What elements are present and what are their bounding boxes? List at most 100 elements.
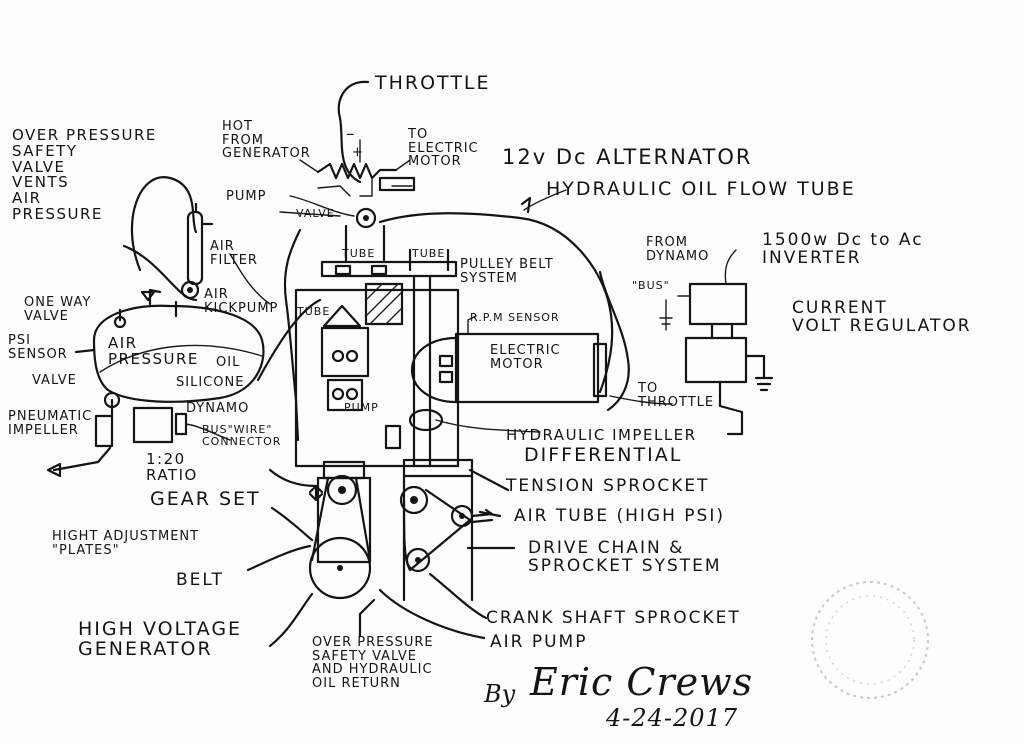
label-hight-adjustment-plates: HIGHT ADJUSTMENT "PLATES" <box>52 529 200 558</box>
electric-motor-body <box>454 332 600 404</box>
label-to-throttle: TO THROTTLE <box>638 381 715 410</box>
label-minus: – <box>346 124 357 144</box>
label-pump: PUMP <box>226 189 267 204</box>
label-current-volt-regulator: CURRENT VOLT REGULATOR <box>792 298 972 336</box>
left-small-pulley <box>326 474 358 506</box>
gear-set-lead <box>268 468 318 488</box>
label-crank-shaft-sprocket: CRANK SHAFT SPROCKET <box>486 608 741 628</box>
label-silicone: SILICONE <box>176 375 245 390</box>
generator-leader <box>268 592 314 648</box>
belt-leader <box>246 544 312 572</box>
label-air-tube: AIR TUBE (HIGH PSI) <box>514 506 725 526</box>
label-inverter: 1500w Dc to Ac INVERTER <box>762 230 924 268</box>
label-belt: BELT <box>176 570 224 590</box>
label-electric-motor: ELECTRIC MOTOR <box>490 343 561 372</box>
flow-return-line <box>598 270 630 412</box>
label-to-electric-motor: TO ELECTRIC MOTOR <box>408 127 479 170</box>
label-air-pressure: AIR PRESSURE <box>108 334 199 368</box>
dynamo-body <box>132 406 174 444</box>
label-air-filter: AIR FILTER <box>210 239 258 268</box>
label-over-pressure-safety-valve: OVER PRESSURE SAFETY VALVE VENTS AIR PRE… <box>12 126 157 223</box>
label-valve-top: VALVE <box>296 207 335 220</box>
electric-motor-cap <box>410 336 458 404</box>
drive-sprocket-top <box>399 485 429 515</box>
throttle-terminal-block <box>378 176 416 192</box>
signature-by: By <box>484 680 516 708</box>
inverter-box <box>688 282 748 326</box>
pulley-hatch-box <box>364 282 404 326</box>
right-stack-top <box>402 458 474 478</box>
throttle-lead-line <box>337 80 370 184</box>
belt-lines <box>310 476 372 562</box>
left-stack-column <box>316 476 372 564</box>
throttle-return-wire <box>718 380 744 436</box>
label-from-dynamo: FROM DYNAMO <box>646 235 710 264</box>
label-air-pump: AIR PUMP <box>490 632 588 652</box>
label-oil: OIL <box>216 355 241 370</box>
one-way-valve-symbol <box>140 290 156 302</box>
funnel <box>322 304 362 328</box>
pulley-belt-top-bar <box>320 260 458 278</box>
hydraulic-impeller <box>408 408 444 432</box>
label-pulley-belt-system: PULLEY BELT SYSTEM <box>460 257 554 286</box>
notary-stamp <box>811 581 929 699</box>
label-valve-left: VALVE <box>32 373 77 388</box>
pump-valve <box>355 207 377 229</box>
label-ratio: 1:20 RATIO <box>146 450 198 484</box>
label-pump-small: PUMP <box>344 401 379 414</box>
label-one-way-valve: ONE WAY VALVE <box>24 295 92 324</box>
electric-motor-end-plate <box>592 342 608 398</box>
label-over-pressure-hydraulic-return: OVER PRESSURE SAFETY VALVE AND HYDRAULIC… <box>312 635 434 691</box>
frame-shaft <box>412 274 432 468</box>
main-frame <box>294 288 460 468</box>
label-throttle: THROTTLE <box>375 72 491 94</box>
over-pressure-loop <box>130 176 198 272</box>
hight-leader <box>270 506 314 542</box>
gear-drive-loop <box>256 298 322 382</box>
label-hydraulic-impeller: HYDRAULIC IMPELLER <box>506 426 697 444</box>
throttle-resistor <box>316 162 398 180</box>
hight-adjust-arrow <box>308 484 324 502</box>
label-tension-sprocket: TENSION SPROCKET <box>506 476 710 496</box>
volt-regulator-box <box>684 336 748 384</box>
regulator-ground <box>744 354 774 392</box>
label-air-kickpump: AIR KICKPUMP <box>204 287 279 316</box>
label-tube-right: TUBE <box>412 247 446 260</box>
lower-center-block <box>326 378 364 412</box>
hydraulic-impeller-mount <box>384 424 402 450</box>
over-pressure-leader <box>358 598 376 638</box>
label-drive-chain: DRIVE CHAIN & SPROCKET SYSTEM <box>528 538 722 576</box>
signature-date: 4-24-2017 <box>606 704 739 732</box>
label-plus: + <box>352 145 364 160</box>
label-differential: DIFFERENTIAL <box>524 444 683 466</box>
drive-chain <box>402 488 472 572</box>
label-tube-left: TUBE <box>342 247 376 260</box>
label-tube-small: TUBE <box>297 305 331 318</box>
center-block <box>320 326 370 378</box>
flow-arrow <box>520 196 532 214</box>
pump-lead-lines <box>279 195 355 217</box>
label-gear-set: GEAR SET <box>150 488 261 510</box>
hydraulic-oil-flow-tube <box>283 212 614 442</box>
label-hot-from-generator: HOT FROM GENERATOR <box>222 119 311 162</box>
psi-sensor-lead <box>74 348 96 354</box>
dynamo-bus-leads <box>659 295 691 331</box>
label-hydraulic-oil-flow-tube: HYDRAULIC OIL FLOW TUBE <box>546 178 856 200</box>
pneumatic-impeller <box>94 414 114 448</box>
label-high-voltage-generator: HIGH VOLTAGE GENERATOR <box>78 618 243 660</box>
label-bus-small: "BUS" <box>632 279 670 292</box>
pneumatic-output <box>52 446 112 472</box>
crank-leader <box>428 572 488 620</box>
tube-pipes <box>344 224 450 272</box>
signature-name: Eric Crews <box>530 660 754 704</box>
air-pump-leader <box>378 588 486 640</box>
high-voltage-generator-wheel <box>308 536 372 600</box>
tank-divider <box>99 344 263 373</box>
air-pressure-tank <box>92 304 265 403</box>
label-dynamo: DYNAMO <box>186 401 250 416</box>
tension-leader <box>468 468 510 492</box>
throttle-wiring <box>299 139 413 197</box>
label-12v-alternator: 12v Dc ALTERNATOR <box>502 145 753 169</box>
label-rpm-sensor: R.P.M SENSOR <box>470 311 560 324</box>
